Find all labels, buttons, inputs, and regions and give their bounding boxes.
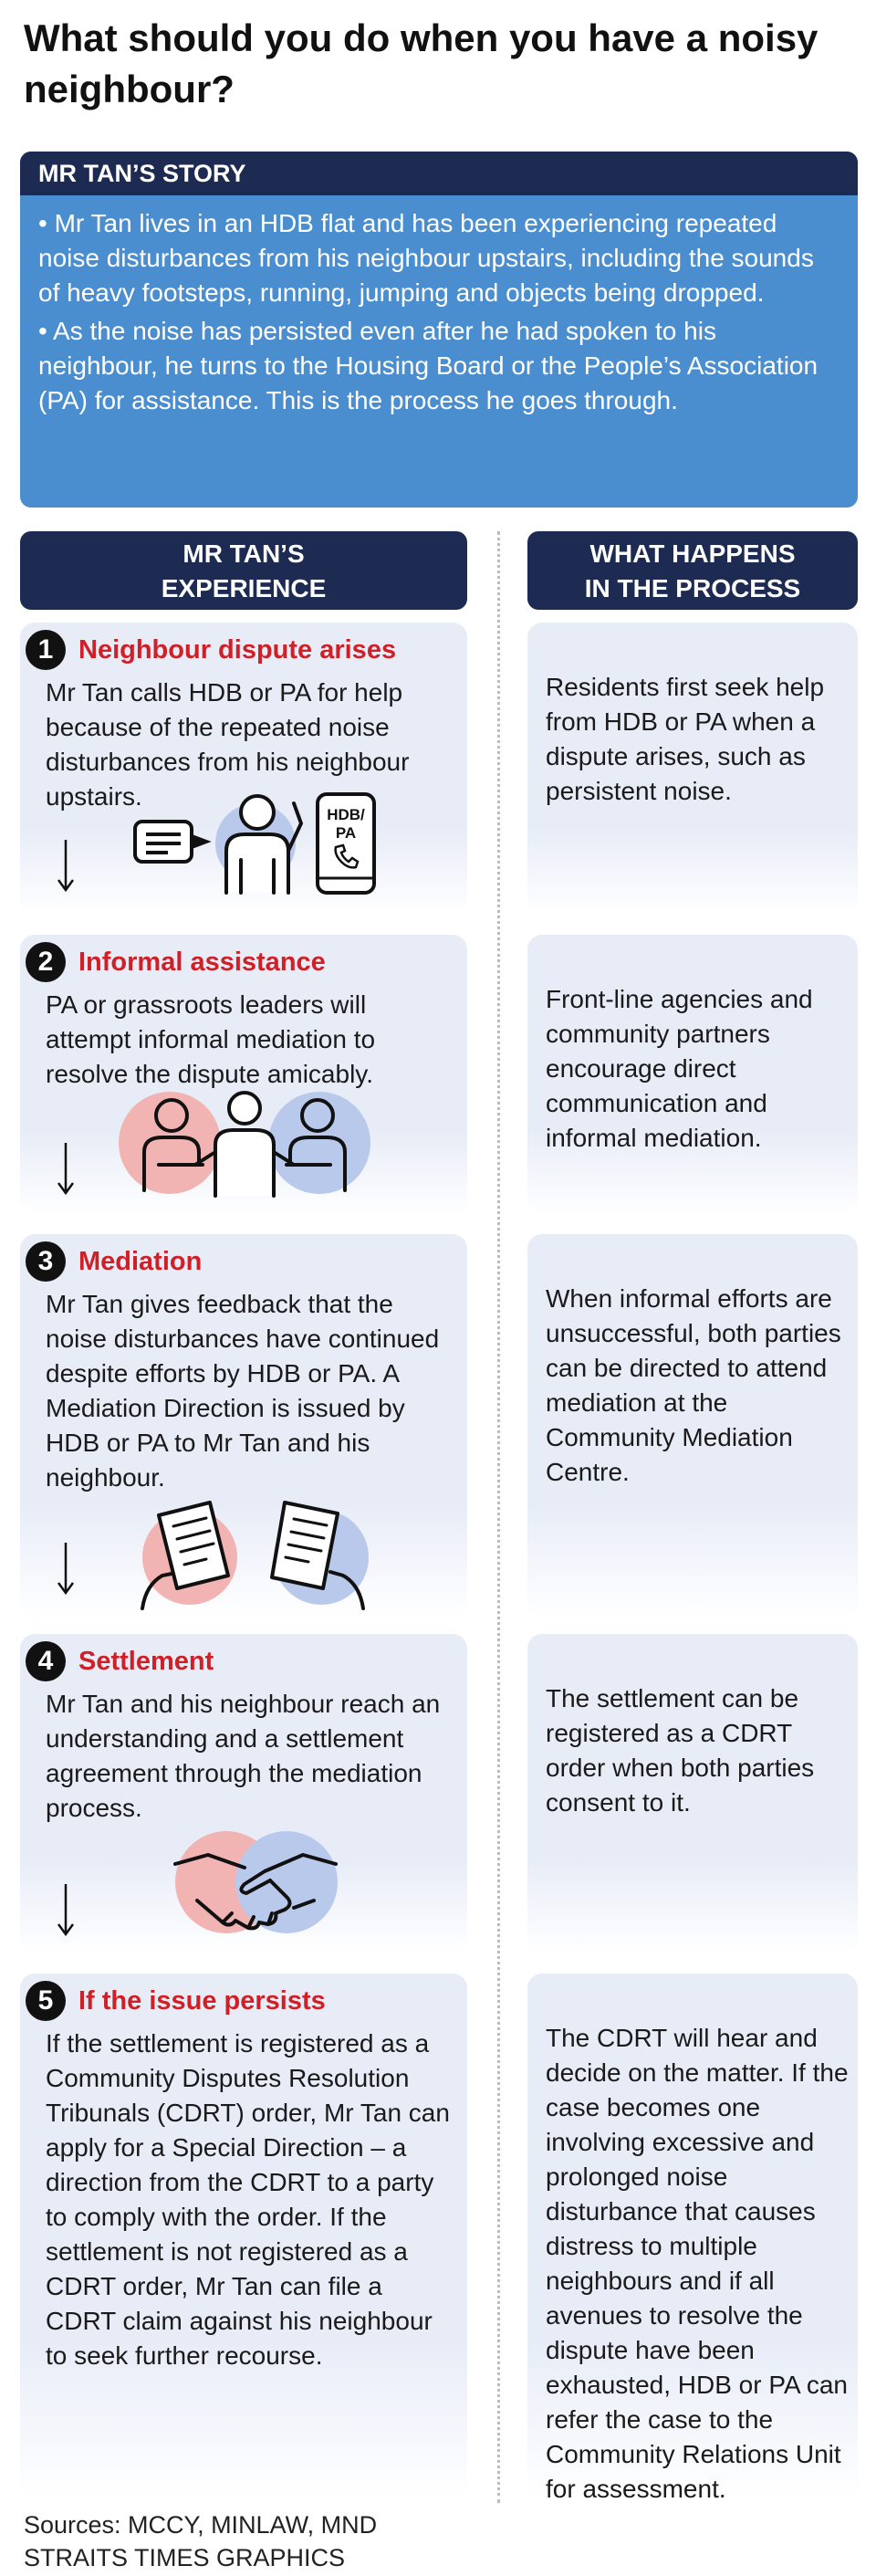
step-title: Settlement: [78, 1646, 214, 1676]
pink-circle: [119, 1092, 221, 1194]
step-process-text: When informal efforts are unsuccessful, …: [546, 1284, 841, 1486]
handshake-icon: [173, 1831, 338, 1933]
step-process-text: Residents first seek help from HDB or PA…: [546, 673, 825, 805]
step-title: Neighbour dispute arises: [78, 634, 397, 665]
process-card-2: Front-line agencies and community partne…: [527, 935, 858, 1214]
step-card-4: 4 Settlement Mr Tan and his neighbour re…: [20, 1634, 467, 1953]
step-number: 4: [26, 1641, 66, 1681]
blue-circle: [268, 1092, 370, 1194]
process-card-5: The CDRT will hear and decide on the mat…: [527, 1974, 858, 2503]
step-number: 5: [26, 1981, 66, 2021]
credit-line: STRAITS TIMES GRAPHICS: [24, 2544, 346, 2571]
sources-credit: Sources: MCCY, MINLAW, MND STRAITS TIMES…: [24, 2508, 377, 2574]
speech-bubble-icon: [133, 820, 212, 864]
phone-label: HDB/: [327, 806, 365, 823]
step-card-1: 1 Neighbour dispute arises Mr Tan calls …: [20, 623, 467, 915]
step-header: 3 Mediation: [26, 1241, 202, 1282]
step-header: 4 Settlement: [26, 1641, 214, 1681]
page-title: What should you do when you have a noisy…: [24, 16, 819, 110]
column-header-experience: MR TAN’S EXPERIENCE: [20, 531, 467, 610]
down-arrow-icon: [57, 840, 75, 893]
step-experience-text: Mr Tan gives feedback that the noise dis…: [46, 1290, 440, 1492]
step-card-2: 2 Informal assistance PA or grassroots l…: [20, 935, 467, 1214]
step-header: 5 If the issue persists: [26, 1981, 326, 2021]
step-title: Mediation: [78, 1246, 203, 1276]
phone-icon: HDB/ PA: [316, 792, 376, 895]
step-header: 2 Informal assistance: [26, 942, 326, 982]
process-card-3: When informal efforts are unsuccessful, …: [527, 1234, 858, 1618]
down-arrow-icon: [57, 1884, 75, 1937]
document-icon: [141, 1501, 369, 1610]
process-card-1: Residents first seek help from HDB or PA…: [527, 623, 858, 915]
down-arrow-icon: [57, 1143, 75, 1196]
step-experience-text: PA or grassroots leaders will attempt in…: [46, 990, 376, 1088]
column-header-process: WHAT HAPPENS IN THE PROCESS: [527, 531, 858, 610]
sources-line: Sources: MCCY, MINLAW, MND: [24, 2511, 378, 2539]
step-number: 3: [26, 1241, 66, 1282]
step-process-text: Front-line agencies and community partne…: [546, 985, 813, 1152]
step-title: If the issue persists: [78, 1985, 326, 2016]
story-body: • Mr Tan lives in an HDB flat and has be…: [20, 195, 858, 418]
step-header: 1 Neighbour dispute arises: [26, 630, 396, 670]
process-card-4: The settlement can be registered as a CD…: [527, 1634, 858, 1953]
step-process-text: The CDRT will hear and decide on the mat…: [546, 2024, 849, 2503]
story-box: MR TAN’S STORY • Mr Tan lives in an HDB …: [20, 152, 858, 508]
step-card-5: 5 If the issue persists If the settlemen…: [20, 1974, 467, 2497]
step-title: Informal assistance: [78, 947, 326, 977]
phone-label: PA: [336, 824, 356, 842]
three-people-icon: [119, 1091, 370, 1198]
call-illustration: HDB/ PA: [133, 792, 376, 895]
person-on-phone-icon: [224, 794, 304, 895]
down-arrow-icon: [57, 1543, 75, 1596]
story-bullet: • As the noise has persisted even after …: [38, 317, 819, 414]
step-experience-text: Mr Tan and his neighbour reach an unders…: [46, 1690, 441, 1822]
story-heading: MR TAN’S STORY: [20, 152, 858, 195]
step-number: 2: [26, 942, 66, 982]
step-card-3: 3 Mediation Mr Tan gives feedback that t…: [20, 1234, 467, 1618]
step-experience-text: Mr Tan calls HDB or PA for help because …: [46, 678, 410, 811]
column-divider: [497, 531, 500, 2503]
story-bullet: • Mr Tan lives in an HDB flat and has be…: [38, 209, 814, 307]
step-process-text: The settlement can be registered as a CD…: [546, 1684, 815, 1817]
step-experience-text: If the settlement is registered as a Com…: [46, 2029, 450, 2370]
step-number: 1: [26, 630, 66, 670]
